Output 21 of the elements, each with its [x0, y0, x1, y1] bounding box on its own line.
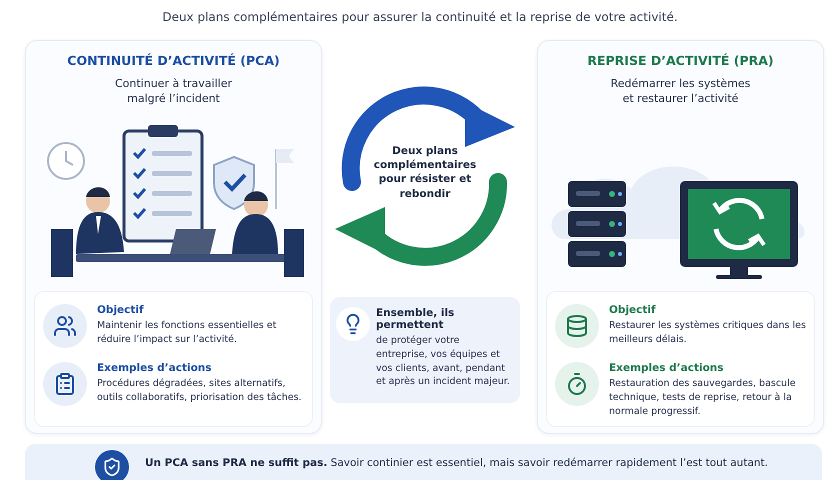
section-subtitle: Continuer à travailler malgré l’incident [114, 77, 233, 107]
section-panel [537, 40, 824, 434]
item-title: Exemples d’actions [609, 362, 725, 374]
section-panel [25, 40, 322, 434]
item-title: Objectif [609, 304, 657, 316]
item-description: Procédures dégradées, sites alternatifs, outils collaboratifs, priorisation des tâches. [97, 377, 303, 405]
info-card [330, 297, 520, 403]
section-heading: CONTINUITÉ D’ACTIVITÉ (PCA) [66, 53, 281, 68]
notice-banner [25, 444, 822, 480]
item-description: Maintenir les fonctions essentielles et réduire l’impact sur l’activité. [97, 319, 278, 347]
section-heading: REPRISE D’ACTIVITÉ (PRA) [586, 53, 775, 68]
card-title: Ensemble, ils permettent [376, 307, 456, 331]
item-title: Exemples d’actions [97, 362, 213, 374]
cycle-caption: Deux plans complémentaires pour résister et rebondir [372, 144, 478, 201]
section-subtitle: Redémarrer les systèmes et restaurer l’activité [610, 77, 752, 107]
item-description: Restauration des sauvegardes, bascule technique, tests de reprise, retour à la normale progressif. [609, 377, 797, 418]
item-description: Restaurer les systèmes critiques dans les meilleurs délais. [609, 319, 807, 347]
item-title: Objectif [97, 304, 145, 316]
card-text: de protéger votre entreprise, vos équipes et vos clients, avant, pendant et après un incident majeur. [376, 334, 511, 390]
subtitle: Deux plans complémentaires pour assurer la continuité et la reprise de votre activité. [161, 10, 679, 24]
notice-text: Un PCA sans PRA ne suffit pas. Savoir continier est essentiel, mais savoir redémarrer rapidement l’est tout autant. [145, 457, 769, 469]
